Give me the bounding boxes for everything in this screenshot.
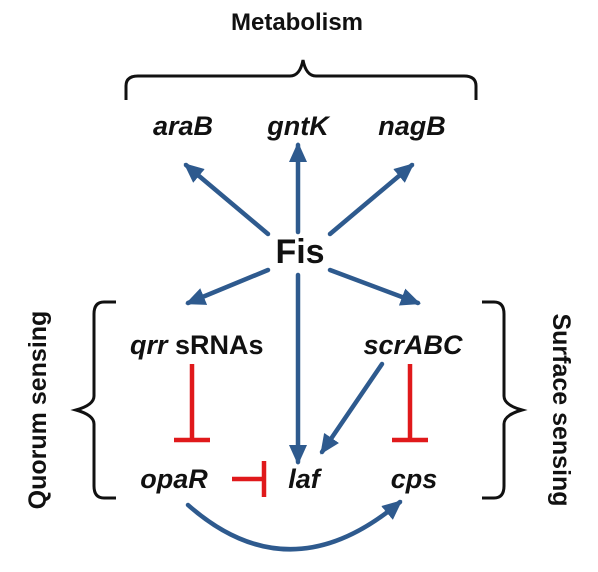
surface-brace bbox=[482, 300, 528, 500]
gene-cps: cps bbox=[391, 464, 438, 494]
quorum-brace bbox=[70, 300, 116, 500]
arrow-fis-to-arab bbox=[183, 162, 271, 237]
qrr-srnas-label: qrr sRNAs bbox=[130, 330, 264, 360]
qrr-italic: qrr bbox=[130, 330, 169, 360]
srnas-text: sRNAs bbox=[168, 330, 264, 360]
gene-laf: laf bbox=[288, 464, 323, 494]
gene-arab: araB bbox=[153, 111, 213, 141]
arrow-fis-to-scrabc bbox=[327, 267, 421, 306]
quorum-sensing-label: Quorum sensing bbox=[24, 311, 52, 510]
metabolism-title: Metabolism bbox=[231, 9, 363, 36]
arrow-fis-to-qrr bbox=[185, 267, 271, 306]
arrow-fis-to-nagb bbox=[327, 162, 415, 237]
arrow-opar-to-cps bbox=[185, 499, 403, 552]
gene-scrabc: scrABC bbox=[363, 330, 463, 360]
gene-opar: opaR bbox=[140, 464, 208, 494]
fis-label: Fis bbox=[275, 233, 324, 271]
metabolism-brace bbox=[124, 59, 478, 100]
surface-sensing-label: Surface sensing bbox=[547, 313, 575, 506]
gene-gntk: gntK bbox=[266, 111, 331, 141]
gene-nagb: nagB bbox=[378, 111, 446, 141]
arrow-scrabc-to-laf bbox=[319, 361, 385, 455]
